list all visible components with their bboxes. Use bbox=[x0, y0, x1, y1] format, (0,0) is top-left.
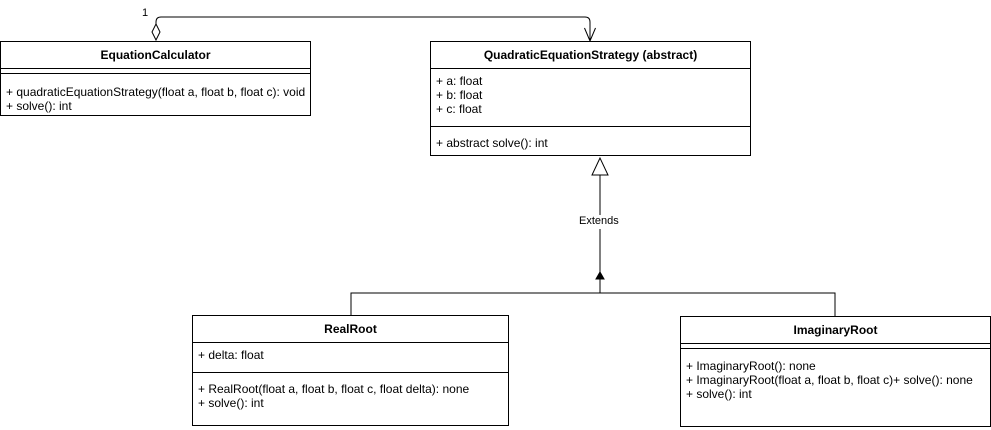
class-equation-calculator[interactable]: EquationCalculator + quadraticEquationSt… bbox=[0, 41, 311, 116]
method: + solve(): int bbox=[686, 387, 752, 401]
method: + abstract solve(): int bbox=[436, 136, 548, 150]
class-name: QuadraticEquationStrategy (abstract) bbox=[431, 42, 750, 69]
junction-arrow-icon bbox=[595, 270, 605, 280]
attributes-section: + a: float + b: float + c: float bbox=[431, 69, 750, 127]
class-real-root[interactable]: RealRoot + delta: float + RealRoot(float… bbox=[192, 315, 509, 426]
aggregation-edge[interactable] bbox=[155, 16, 591, 41]
method: + solve(): int bbox=[198, 396, 264, 410]
attribute: + b: float bbox=[436, 88, 483, 102]
attribute: + c: float bbox=[436, 102, 482, 116]
methods-section: + quadraticEquationStrategy(float a, flo… bbox=[1, 74, 310, 113]
method: + RealRoot(float a, float b, float c, fl… bbox=[198, 382, 470, 396]
extends-label: Extends bbox=[579, 215, 619, 228]
method: + solve(): int bbox=[6, 99, 72, 113]
method: + quadraticEquationStrategy(float a, flo… bbox=[6, 85, 306, 99]
class-name: EquationCalculator bbox=[1, 42, 310, 69]
generalization-triangle-icon bbox=[591, 156, 609, 176]
method: + ImaginaryRoot(): none bbox=[686, 359, 816, 373]
class-quadratic-equation-strategy[interactable]: QuadraticEquationStrategy (abstract) + a… bbox=[430, 41, 751, 156]
inheritance-branch-edge[interactable] bbox=[350, 292, 836, 316]
attributes-section bbox=[1, 69, 310, 74]
class-name: ImaginaryRoot bbox=[681, 317, 990, 344]
attributes-section: + delta: float bbox=[193, 343, 508, 373]
class-name: RealRoot bbox=[193, 316, 508, 343]
class-imaginary-root[interactable]: ImaginaryRoot + ImaginaryRoot(): none + … bbox=[680, 316, 991, 427]
methods-section: + ImaginaryRoot(): none + ImaginaryRoot(… bbox=[681, 349, 990, 401]
attributes-section bbox=[681, 344, 990, 349]
methods-section: + RealRoot(float a, float b, float c, fl… bbox=[193, 373, 508, 410]
attribute: + delta: float bbox=[198, 348, 264, 362]
multiplicity-label: 1 bbox=[142, 7, 149, 19]
aggregation-diamond-icon bbox=[151, 22, 161, 42]
method: + ImaginaryRoot(float a, float b, float … bbox=[686, 373, 973, 387]
methods-section: + abstract solve(): int bbox=[431, 127, 750, 150]
attribute: + a: float bbox=[436, 74, 483, 88]
